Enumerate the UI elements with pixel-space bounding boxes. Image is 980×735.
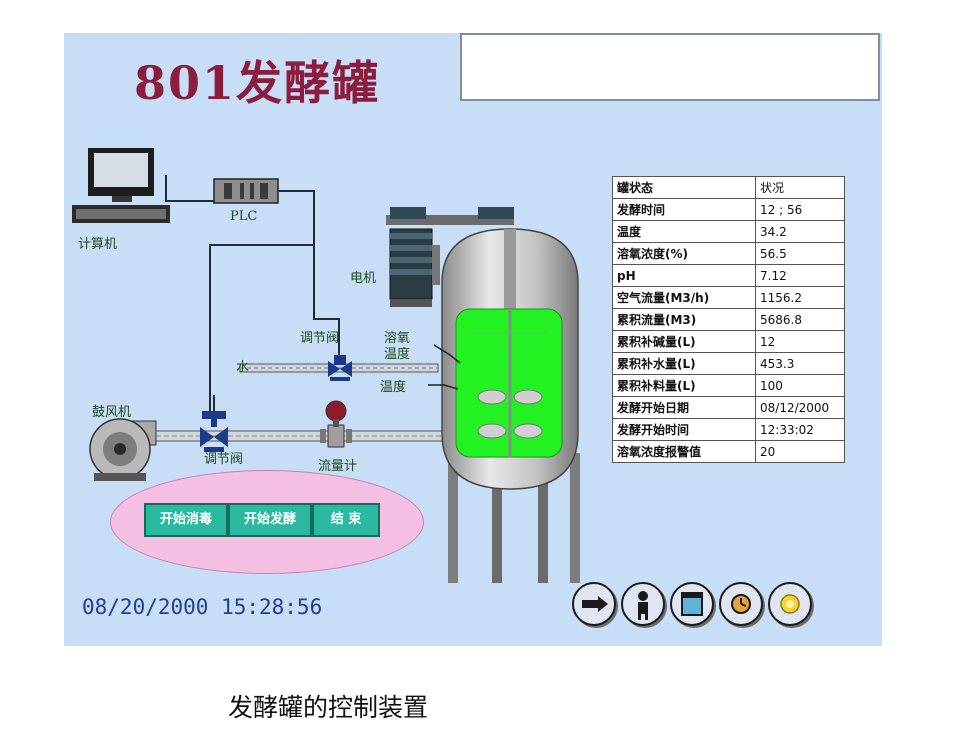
row-value: 56.5: [755, 242, 845, 265]
flowmeter-label: 流量计: [318, 459, 358, 474]
dissolved-oxygen-label: 溶氧: [384, 331, 411, 346]
fermenter-tank: [441, 228, 579, 490]
water-label: 水: [236, 360, 250, 375]
start-sterilize-button[interactable]: 开始消毒: [144, 503, 228, 537]
motor-label: 电机: [350, 271, 377, 286]
row-label: 溶氧浓度报警值: [612, 440, 756, 463]
air-pipe: [155, 430, 443, 442]
window-icon: [681, 592, 703, 616]
page-title: 801发酵罐: [134, 56, 381, 110]
probe-pointers: [428, 344, 461, 390]
computer-icon: [72, 148, 170, 223]
end-button[interactable]: 结 束: [312, 503, 380, 537]
flowmeter-icon: [320, 400, 352, 448]
figure-caption: 发酵罐的控制装置: [228, 693, 429, 722]
water-valve-icon[interactable]: [328, 355, 352, 381]
tank-legs: [448, 453, 580, 583]
row-value: 453.3: [755, 352, 845, 375]
plc-label: PLC: [230, 209, 258, 224]
table-row: 累积补碱量(L)12: [612, 330, 845, 353]
exit-icon: [780, 594, 800, 614]
blower-label: 鼓风机: [92, 405, 132, 420]
row-label: 累积补料量(L): [612, 374, 756, 397]
row-label: 累积流量(M3): [612, 308, 756, 331]
top-valve-label: 调节阀: [300, 331, 340, 346]
row-value: 08/12/2000: [755, 396, 845, 419]
bottom-valve-label: 调节阀: [204, 452, 244, 467]
signal-lines: [165, 175, 340, 417]
alarm-icon: [731, 594, 751, 614]
row-label: 溶氧浓度(%): [612, 242, 756, 265]
datetime-display: 08/20/2000 15:28:56: [82, 595, 323, 619]
plc-icon: [213, 178, 279, 204]
scada-panel: 801发酵罐: [64, 33, 882, 646]
water-pipe: [239, 363, 439, 373]
table-row: 空气流量(M3/h)1156.2: [612, 286, 845, 309]
row-label: pH: [612, 264, 756, 287]
start-ferment-button[interactable]: 开始发酵: [228, 503, 312, 537]
person-icon: [638, 591, 648, 620]
row-label: 发酵开始日期: [612, 396, 756, 419]
row-label: 罐状态: [612, 176, 756, 199]
row-label: 发酵时间: [612, 198, 756, 221]
table-row: 累积补料量(L)100: [612, 374, 845, 397]
ph-probe-label: 温度: [380, 380, 407, 395]
row-value: 34.2: [755, 220, 845, 243]
row-value: 20: [755, 440, 845, 463]
temperature-probe-label: 温度: [384, 347, 411, 362]
row-value: 12: [755, 330, 845, 353]
nav-button-alarm[interactable]: [719, 582, 763, 626]
pump-icon: [582, 596, 608, 612]
row-label: 温度: [612, 220, 756, 243]
row-value: 7.12: [755, 264, 845, 287]
computer-label: 计算机: [78, 237, 118, 252]
motor-icon: [386, 207, 514, 307]
row-label: 累积补碱量(L): [612, 330, 756, 353]
nav-button-person[interactable]: [621, 582, 665, 626]
row-label: 空气流量(M3/h): [612, 286, 756, 309]
air-valve-icon[interactable]: [200, 411, 228, 452]
row-value: 12:33:02: [755, 418, 845, 441]
nav-button-pump[interactable]: [572, 582, 616, 626]
process-diagram: [72, 148, 580, 583]
message-box: [460, 33, 880, 101]
nav-button-window[interactable]: [670, 582, 714, 626]
row-value: 状况: [755, 176, 845, 199]
row-value: 100: [755, 374, 845, 397]
row-label: 累积补水量(L): [612, 352, 756, 375]
table-row: 累积补水量(L)453.3: [612, 352, 845, 375]
table-row: 溶氧浓度(%)56.5: [612, 242, 845, 265]
row-label: 发酵开始时间: [612, 418, 756, 441]
table-row: 罐状态状况: [612, 176, 845, 199]
row-value: 12 ; 56: [755, 198, 845, 221]
row-value: 1156.2: [755, 286, 845, 309]
nav-button-exit[interactable]: [768, 582, 812, 626]
row-value: 5686.8: [755, 308, 845, 331]
blower-icon: [89, 418, 157, 481]
table-row: 累积流量(M3)5686.8: [612, 308, 845, 331]
